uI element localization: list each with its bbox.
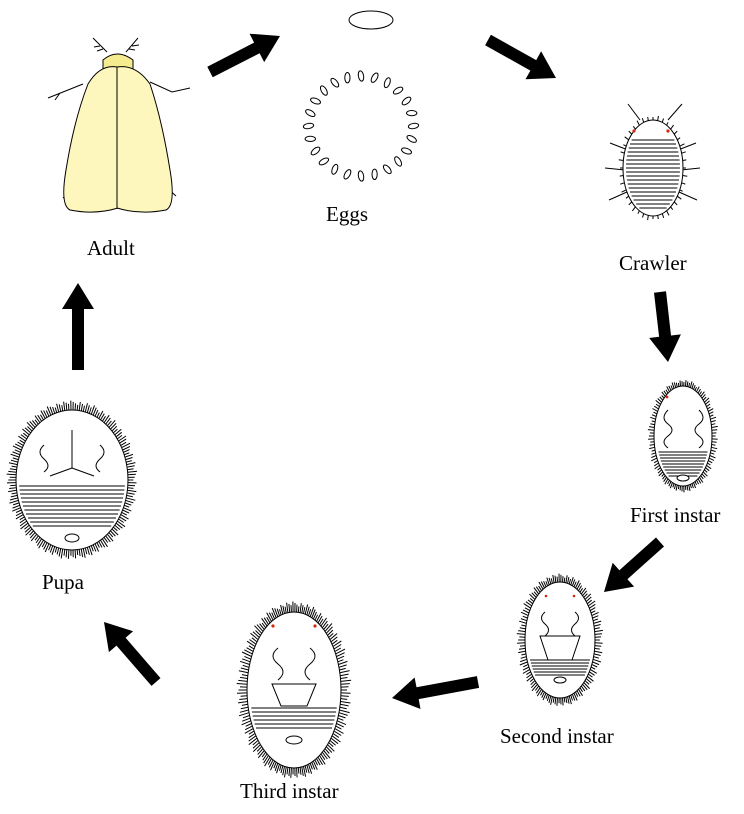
egg bbox=[370, 72, 380, 84]
pupa-illustration bbox=[7, 401, 137, 559]
egg bbox=[401, 96, 412, 107]
arrow-third-to-pupa bbox=[104, 622, 161, 686]
egg bbox=[345, 73, 350, 83]
label-eggs: Eggs bbox=[326, 202, 368, 227]
egg bbox=[358, 170, 365, 181]
egg bbox=[358, 70, 365, 81]
label-adult: Adult bbox=[87, 236, 135, 261]
egg bbox=[303, 123, 314, 130]
arrow-eggs-to-crawler bbox=[485, 35, 556, 80]
egg bbox=[382, 164, 393, 175]
egg bbox=[318, 157, 330, 167]
third-instar-illustration bbox=[237, 602, 351, 778]
label-third-instar: Third instar bbox=[240, 779, 339, 804]
egg bbox=[343, 168, 353, 180]
eggs-illustration bbox=[303, 70, 419, 181]
single-egg-detail bbox=[349, 11, 393, 29]
label-first-instar: First instar bbox=[630, 503, 720, 528]
second-instar-illustration bbox=[517, 574, 603, 706]
egg bbox=[331, 164, 339, 176]
egg bbox=[392, 86, 404, 96]
adult-moth-illustration bbox=[48, 38, 190, 212]
arrow-first-to-second bbox=[604, 538, 664, 593]
egg bbox=[393, 156, 403, 168]
egg bbox=[372, 169, 377, 179]
egg bbox=[407, 110, 417, 115]
egg bbox=[401, 147, 413, 155]
crawler-illustration bbox=[605, 104, 700, 220]
first-instar-illustration bbox=[648, 380, 718, 492]
egg bbox=[310, 97, 322, 105]
egg bbox=[329, 77, 340, 88]
egg bbox=[408, 123, 419, 130]
egg bbox=[305, 136, 315, 141]
egg bbox=[406, 134, 418, 144]
arrow-second-to-third bbox=[392, 676, 479, 709]
arrow-adult-to-eggs bbox=[207, 34, 280, 78]
label-crawler: Crawler bbox=[619, 251, 687, 276]
egg bbox=[310, 146, 321, 157]
label-second-instar: Second instar bbox=[500, 724, 614, 749]
arrow-crawler-to-first bbox=[649, 291, 681, 362]
egg bbox=[383, 77, 391, 89]
label-pupa: Pupa bbox=[42, 570, 84, 595]
egg bbox=[319, 85, 329, 97]
arrow-pupa-to-adult bbox=[62, 283, 94, 370]
egg bbox=[304, 108, 316, 118]
